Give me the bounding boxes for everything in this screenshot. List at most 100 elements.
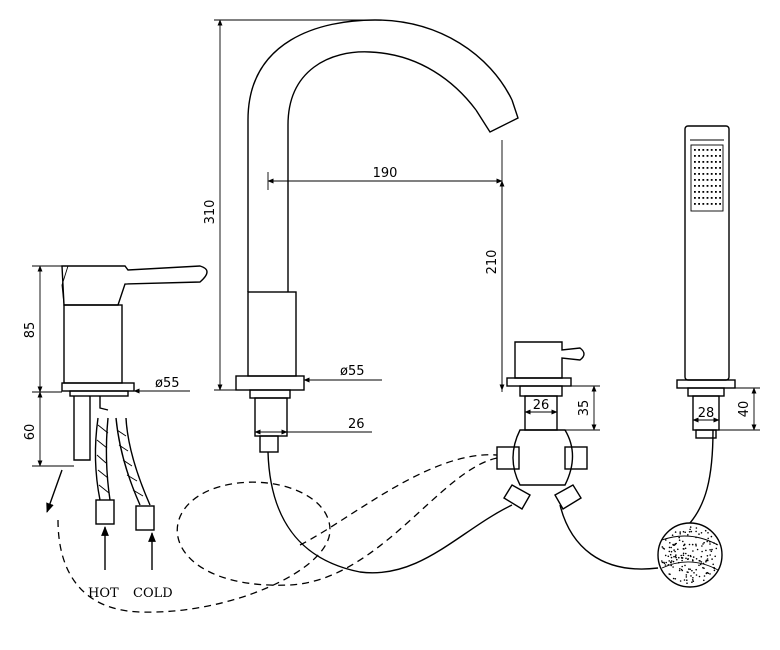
spray-dot: [674, 550, 676, 553]
spray-dot: [707, 537, 709, 540]
diverter-tail-height-dim: 35: [577, 400, 592, 417]
spray-dot: [695, 558, 698, 560]
nozzle-dot: [694, 155, 696, 157]
nozzle-dot: [715, 179, 717, 181]
nozzle-dot: [710, 185, 713, 187]
nozzle-dot: [702, 173, 705, 175]
nozzle-dot: [710, 197, 713, 199]
spray-dot: [693, 572, 695, 574]
spray-dot: [702, 562, 705, 565]
nozzle-dot: [710, 161, 713, 163]
spray-dot: [679, 580, 682, 582]
spray-dot: [664, 564, 667, 566]
nozzle-dot: [719, 173, 721, 175]
spout-tail-dim: 26: [348, 417, 365, 432]
nozzle-dot: [706, 167, 709, 169]
spray-dot: [710, 535, 713, 538]
nozzle-dot: [719, 185, 721, 187]
nozzle-dot: [715, 173, 717, 175]
hoses: [57, 429, 714, 613]
spray-dot: [668, 546, 671, 549]
nozzle-dot: [706, 191, 709, 193]
nozzle-dot: [694, 185, 696, 187]
spray-dot: [679, 531, 681, 533]
spray-dot: [703, 575, 706, 577]
spray-dot: [691, 569, 693, 572]
handset-base-width-dim: 28: [698, 406, 715, 421]
spray-dot: [665, 561, 667, 564]
spray-dot: [674, 555, 677, 558]
spray-dot: [686, 582, 688, 584]
shower-head-view: [657, 522, 723, 588]
spray-dot: [667, 564, 670, 566]
nozzle-dot: [698, 161, 700, 163]
spray-dot: [683, 543, 686, 546]
nozzle-dot: [715, 203, 717, 205]
spray-dot: [670, 546, 672, 549]
nozzle-dot: [694, 149, 696, 151]
spray-dot: [665, 539, 667, 541]
spray-dot: [712, 563, 714, 566]
spray-dot: [662, 547, 665, 549]
spray-dot: [695, 574, 698, 576]
spray-dot: [678, 569, 681, 572]
spray-dot: [710, 550, 713, 553]
spray-dot: [691, 543, 694, 546]
spray-dot: [682, 530, 685, 533]
spray-dot: [704, 529, 707, 532]
nozzle-dot: [719, 161, 721, 163]
spray-dot: [715, 543, 718, 546]
spray-dot: [684, 564, 686, 567]
spray-dot: [661, 546, 664, 548]
spray-dot: [709, 554, 711, 556]
nozzle-dot: [694, 179, 696, 181]
hot-label: HOT: [88, 586, 119, 601]
spray-dot: [703, 579, 705, 582]
spray-dot: [681, 565, 683, 568]
spray-dot: [700, 555, 703, 558]
spray-dot: [702, 543, 704, 545]
diverter-valve: [496, 341, 588, 510]
spray-dot: [691, 559, 694, 561]
spray-dot: [713, 542, 715, 544]
nozzle-dot: [706, 179, 709, 181]
nozzle-dot: [702, 149, 705, 151]
spout-dimensions: [214, 19, 505, 435]
nozzle-dot: [698, 179, 700, 181]
spray-dot: [681, 557, 683, 559]
nozzle-dot: [710, 179, 713, 181]
nozzle-dot: [702, 161, 705, 163]
spray-dot: [685, 552, 687, 555]
spray-dot: [705, 559, 708, 562]
nozzle-dot: [694, 167, 696, 169]
spray-dot: [706, 555, 709, 557]
spray-dot: [668, 560, 670, 562]
spray-dot: [669, 542, 671, 544]
spray-dot: [711, 558, 713, 560]
spray-dot: [670, 556, 673, 559]
spray-dot: [690, 575, 692, 577]
handset-dimensions: [692, 387, 760, 431]
spray-dot: [698, 559, 701, 562]
spray-dot: [683, 579, 686, 581]
spray-dot: [702, 566, 704, 569]
cold-label: COLD: [133, 586, 173, 601]
nozzle-dot: [702, 197, 705, 199]
nozzle-dot: [698, 197, 700, 199]
spray-dot: [670, 560, 673, 562]
diverter-dimensions: [524, 385, 600, 431]
nozzle-dot: [702, 179, 705, 181]
spray-dot: [692, 577, 694, 579]
spray-dot: [700, 532, 703, 534]
spray-dot: [692, 550, 694, 552]
spray-dot: [688, 531, 691, 533]
nozzle-dot: [719, 191, 721, 193]
nozzle-dot: [694, 197, 696, 199]
spray-dot: [705, 549, 707, 552]
spray-dot: [689, 568, 691, 571]
spray-dot: [706, 540, 708, 543]
spray-dot: [695, 530, 697, 533]
spray-dot: [701, 550, 703, 553]
spray-dot: [670, 561, 672, 564]
nozzle-dot: [702, 155, 705, 157]
